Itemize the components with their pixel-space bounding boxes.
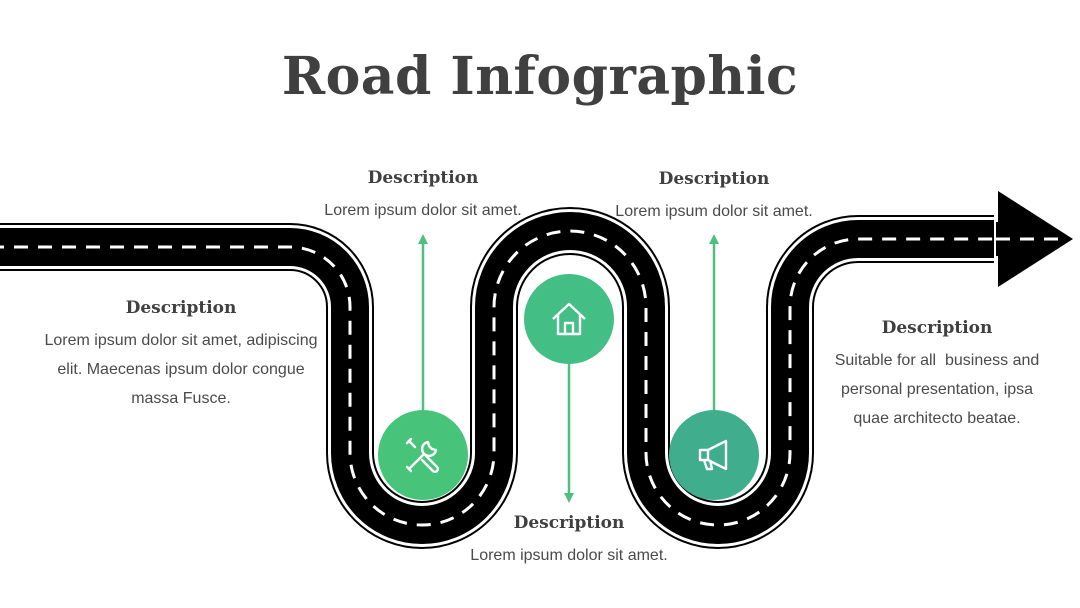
home-icon bbox=[552, 302, 586, 336]
step-2-block: Description Lorem ipsum dolor sit amet. bbox=[293, 168, 553, 225]
tools-icon bbox=[405, 437, 440, 474]
step-1-text: Lorem ipsum dolor sit amet, adipiscing e… bbox=[44, 332, 318, 407]
megaphone-icon bbox=[698, 439, 728, 471]
step-3-text: Lorem ipsum dolor sit amet. bbox=[470, 547, 668, 564]
step-4-text: Lorem ipsum dolor sit amet. bbox=[615, 203, 813, 220]
step-5-text: Suitable for all business and personal p… bbox=[834, 352, 1044, 427]
connector-arrow-up-1 bbox=[418, 234, 428, 412]
step-1-block: Description Lorem ipsum dolor sit amet, … bbox=[40, 298, 322, 413]
page-title: Road Infographic bbox=[281, 46, 799, 107]
step-circle-tools bbox=[378, 410, 468, 500]
step-4-block: Description Lorem ipsum dolor sit amet. bbox=[584, 169, 844, 226]
step-circle-home bbox=[524, 274, 614, 364]
step-2-text: Lorem ipsum dolor sit amet. bbox=[324, 202, 522, 219]
step-5-heading: Description bbox=[881, 318, 993, 338]
step-2-heading: Description bbox=[367, 168, 479, 188]
step-circle-megaphone bbox=[669, 410, 759, 500]
step-5-block: Description Suitable for all business an… bbox=[822, 318, 1052, 433]
step-4-heading: Description bbox=[658, 169, 770, 189]
connector-arrow-up-2 bbox=[709, 234, 719, 412]
step-3-heading: Description bbox=[513, 513, 625, 533]
step-3-block: Description Lorem ipsum dolor sit amet. bbox=[439, 513, 699, 570]
connector-arrow-down bbox=[564, 362, 574, 503]
step-1-heading: Description bbox=[125, 298, 237, 318]
